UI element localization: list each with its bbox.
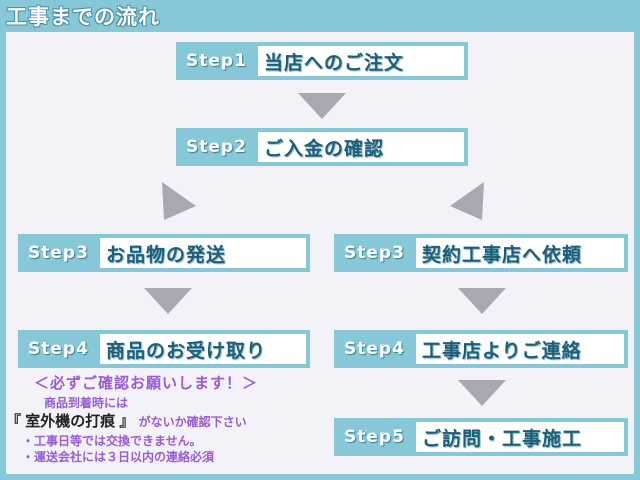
- step4-left-text: 商品のお受け取り: [100, 334, 306, 364]
- step3-left-label: Step3: [28, 243, 89, 263]
- notice-bracket-open: 『: [6, 412, 22, 430]
- step4-left-box: Step4 商品のお受け取り: [18, 330, 310, 368]
- step2-box: Step2 ご入金の確認: [176, 128, 468, 166]
- step1-text: 当店へのご注文: [258, 46, 464, 76]
- notice-bracket-close: 』: [119, 412, 135, 430]
- arrow-diag-right-icon: [450, 182, 484, 220]
- step3-left-box: Step3 お品物の発送: [18, 234, 310, 272]
- step5-right-label: Step5: [344, 427, 405, 447]
- notice-line-1: 商品到着時には: [44, 396, 129, 410]
- step4-left-label: Step4: [28, 339, 89, 359]
- notice-line-2: 『 室外機の打痕 』 がないか確認下さい: [6, 410, 247, 431]
- step4-right-box: Step4 工事店よりご連絡: [334, 330, 628, 368]
- notice-emphasis: 室外機の打痕: [25, 412, 116, 430]
- step4-right-label: Step4: [344, 339, 405, 359]
- notice-line-3: ・工事日等では交換できません。: [22, 434, 202, 448]
- step2-text: ご入金の確認: [258, 132, 464, 162]
- arrow-down-right-2-icon: [458, 380, 506, 406]
- step3-right-label: Step3: [344, 243, 405, 263]
- arrow-diag-left-icon: [162, 182, 196, 220]
- arrow-down-1-icon: [298, 93, 346, 119]
- arrow-down-right-1-icon: [458, 288, 506, 314]
- step3-right-box: Step3 契約工事店へ依頼: [334, 234, 628, 272]
- step5-right-text: ご訪問・工事施工: [416, 422, 624, 452]
- notice-heading: ＜必ずご確認お願いします！＞: [34, 374, 259, 392]
- step5-right-box: Step5 ご訪問・工事施工: [334, 418, 628, 456]
- step3-left-text: お品物の発送: [100, 238, 306, 268]
- step1-label: Step1: [186, 51, 247, 71]
- step2-label: Step2: [186, 137, 247, 157]
- notice-line-2-rest: がないか確認下さい: [138, 415, 247, 429]
- page-title: 工事までの流れ: [6, 5, 160, 29]
- step4-right-text: 工事店よりご連絡: [416, 334, 624, 364]
- step3-right-text: 契約工事店へ依頼: [416, 238, 624, 268]
- notice-line-4: ・運送会社には３日以内の連絡必須: [22, 450, 215, 464]
- step1-box: Step1 当店へのご注文: [176, 42, 468, 80]
- arrow-down-left-icon: [144, 288, 192, 314]
